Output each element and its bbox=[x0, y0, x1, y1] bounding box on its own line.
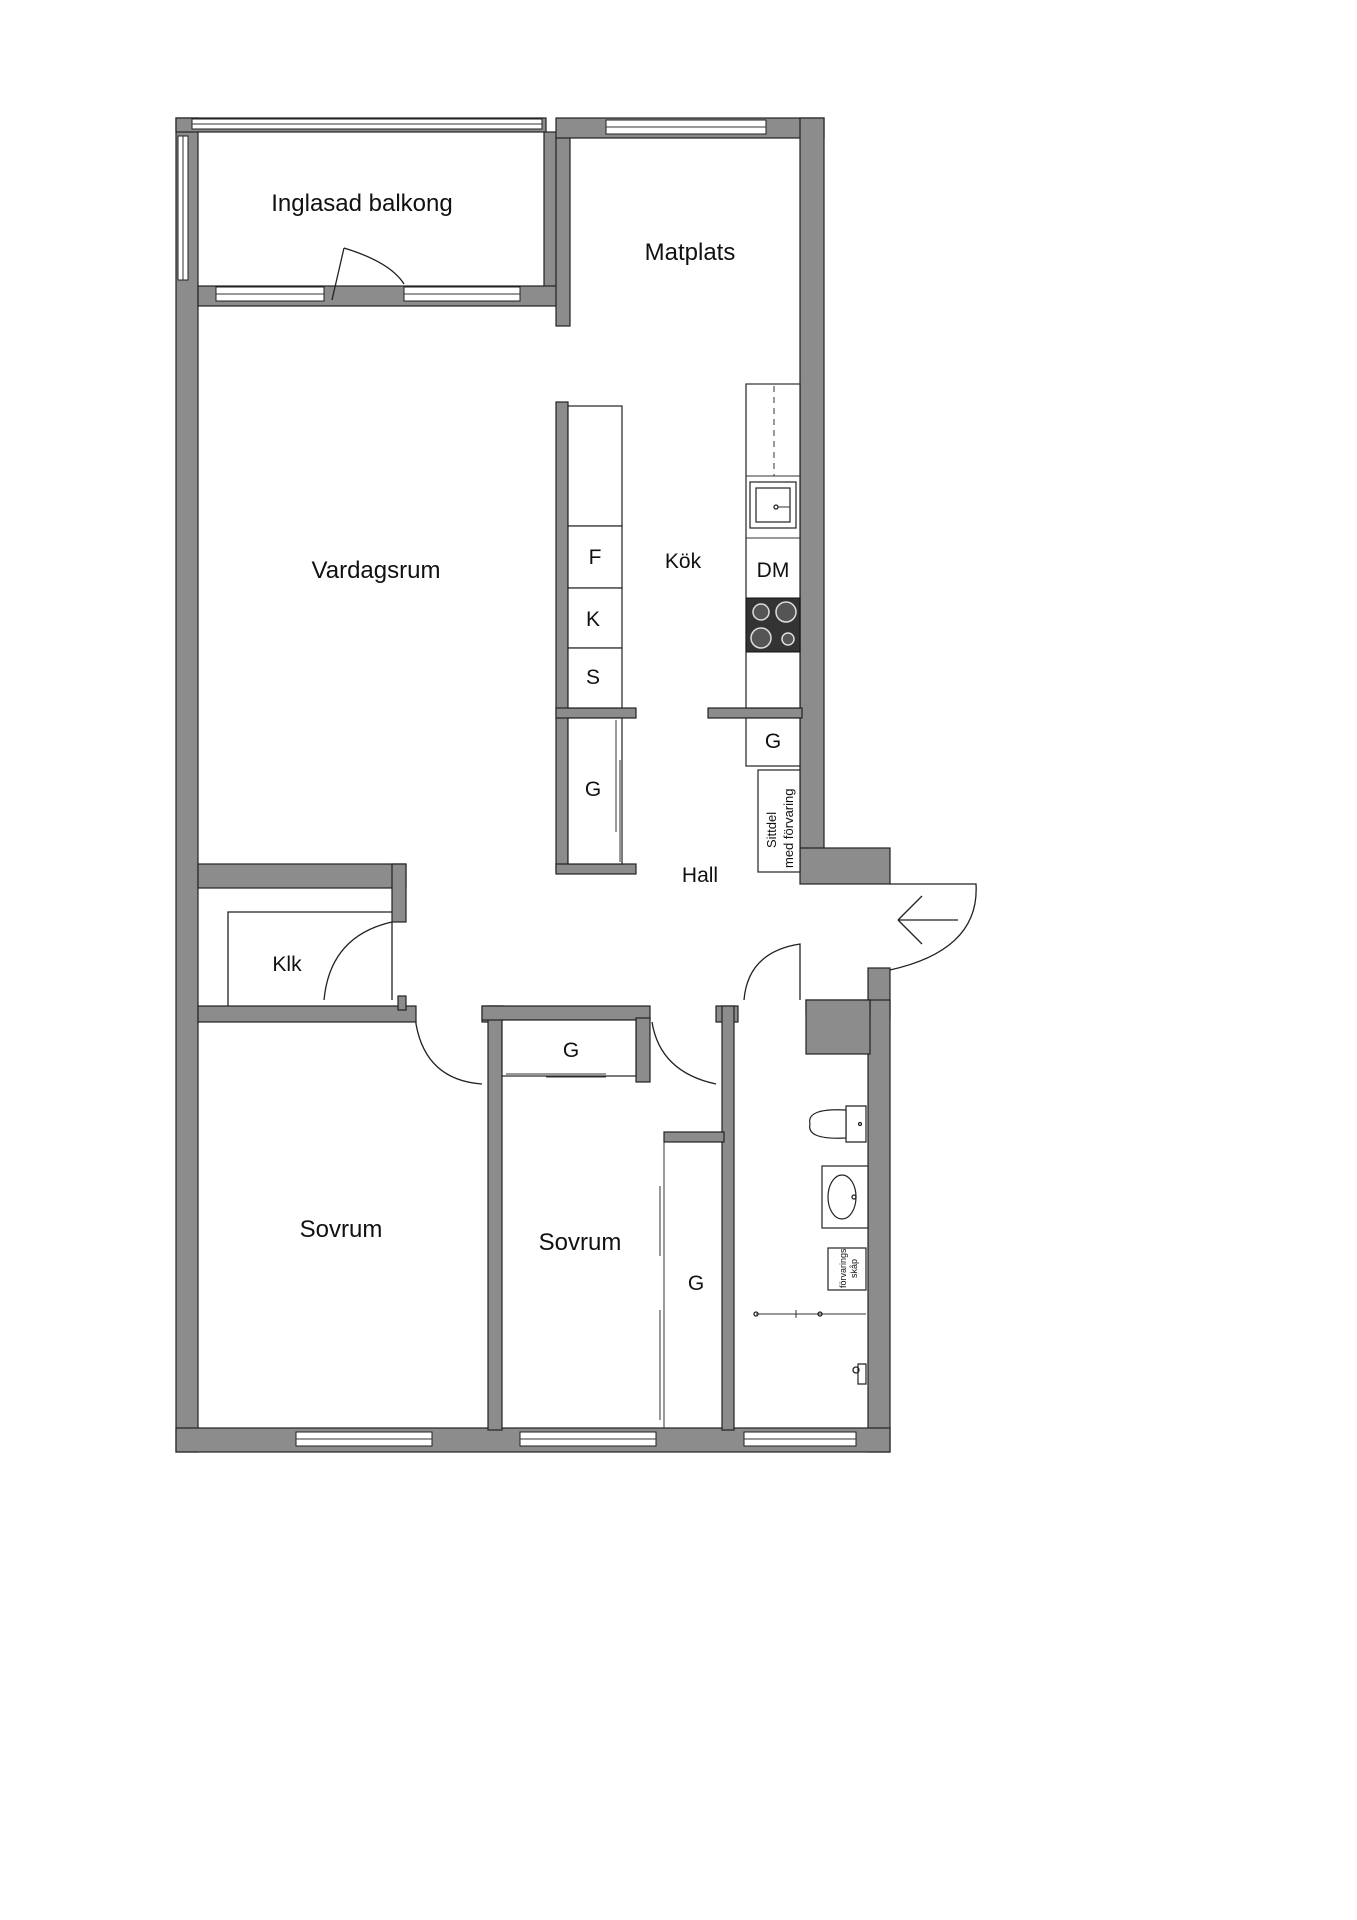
wall-kitchen-right-stub bbox=[707, 707, 803, 719]
floor-plan: Inglasad balkong Matplats Vardagsrum Kök… bbox=[175, 117, 977, 1453]
wardrobe-island bbox=[567, 717, 623, 865]
wall-wardrobe-right bbox=[635, 1017, 651, 1083]
room-label-balcony: Inglasad balkong bbox=[271, 190, 452, 217]
room-label-dining: Matplats bbox=[645, 239, 736, 266]
wall-island-mid bbox=[555, 707, 637, 719]
wall-left bbox=[175, 117, 199, 1453]
wall-living-bottom bbox=[197, 863, 407, 889]
wall-dining-left bbox=[555, 135, 571, 327]
entry-arrow-icon bbox=[897, 895, 958, 945]
closet-outline bbox=[227, 911, 392, 1006]
bench-storage bbox=[757, 769, 801, 873]
cabinet-k bbox=[567, 587, 623, 649]
cabinet-s bbox=[567, 647, 623, 709]
wardrobe-label-middle-top: G bbox=[563, 1039, 579, 1062]
room-label-closet: Klk bbox=[272, 953, 302, 976]
fixture-label-s: S bbox=[586, 666, 600, 689]
wall-bath-left bbox=[721, 1005, 735, 1431]
room-label-bedroom-middle: Sovrum bbox=[539, 1229, 622, 1256]
wall-kitchen-island bbox=[555, 401, 569, 873]
toilet bbox=[845, 1105, 867, 1143]
wall-closet-right bbox=[391, 863, 407, 923]
wall-entry-top bbox=[799, 847, 891, 885]
wall-wardrobe-g-top bbox=[663, 1131, 725, 1143]
wall-bedroom-left-top bbox=[197, 1005, 417, 1023]
windows bbox=[177, 118, 857, 1447]
bathroom-fixtures bbox=[753, 1105, 869, 1385]
fixture-label-k: K bbox=[586, 608, 600, 631]
bench-label-line2: med förvaring bbox=[781, 789, 796, 868]
room-label-bedroom-left: Sovrum bbox=[300, 1216, 383, 1243]
kitchen-fixtures bbox=[567, 383, 801, 873]
wardrobe-label-island: G bbox=[585, 778, 601, 801]
doors bbox=[323, 247, 977, 1085]
wall-closet-stub bbox=[397, 995, 407, 1011]
door-bedroom-left bbox=[415, 1022, 483, 1085]
wall-bath-corner bbox=[805, 999, 871, 1055]
stove-burner bbox=[775, 601, 797, 623]
wardrobe-kitchen bbox=[745, 717, 801, 767]
bath-cabinet bbox=[827, 1247, 867, 1291]
fixture-label-fridge: F bbox=[589, 546, 602, 569]
wardrobe-middle-top bbox=[501, 1019, 637, 1077]
stove-burner bbox=[750, 627, 772, 649]
closets bbox=[227, 911, 665, 1428]
wall-right-upper bbox=[799, 117, 825, 857]
door-balcony bbox=[331, 247, 405, 301]
wall-island-bottom bbox=[555, 863, 637, 875]
room-label-hall: Hall bbox=[682, 864, 718, 887]
door-closet bbox=[323, 921, 393, 1001]
door-entry bbox=[889, 883, 977, 971]
bath-cabinet-label-line2: skåp bbox=[849, 1259, 859, 1278]
labels: Inglasad balkong Matplats Vardagsrum Kök… bbox=[271, 190, 859, 1295]
shower-mixer bbox=[857, 1363, 867, 1385]
wall-right-lower bbox=[867, 999, 891, 1453]
room-label-living: Vardagsrum bbox=[312, 557, 441, 584]
room-label-kitchen: Kök bbox=[665, 550, 702, 573]
fixture-label-dishwasher: DM bbox=[757, 559, 790, 582]
wall-bedroom-middle-top bbox=[481, 1005, 651, 1021]
bench-label-line1: Sittdel bbox=[764, 812, 779, 848]
stove-burner bbox=[752, 603, 770, 621]
kitchen-counter bbox=[745, 383, 801, 709]
bath-cabinet-label-line1: förvarings bbox=[838, 1248, 848, 1288]
wardrobe-label-tall: G bbox=[688, 1272, 704, 1295]
wardrobe-label-kitchen: G bbox=[765, 730, 781, 753]
door-bedroom-middle bbox=[651, 1021, 717, 1085]
wall-bedrooms-separator bbox=[487, 1005, 503, 1431]
island-upper-cabinet bbox=[567, 405, 623, 527]
stove-burner bbox=[781, 632, 795, 646]
door-bathroom bbox=[743, 943, 801, 1001]
